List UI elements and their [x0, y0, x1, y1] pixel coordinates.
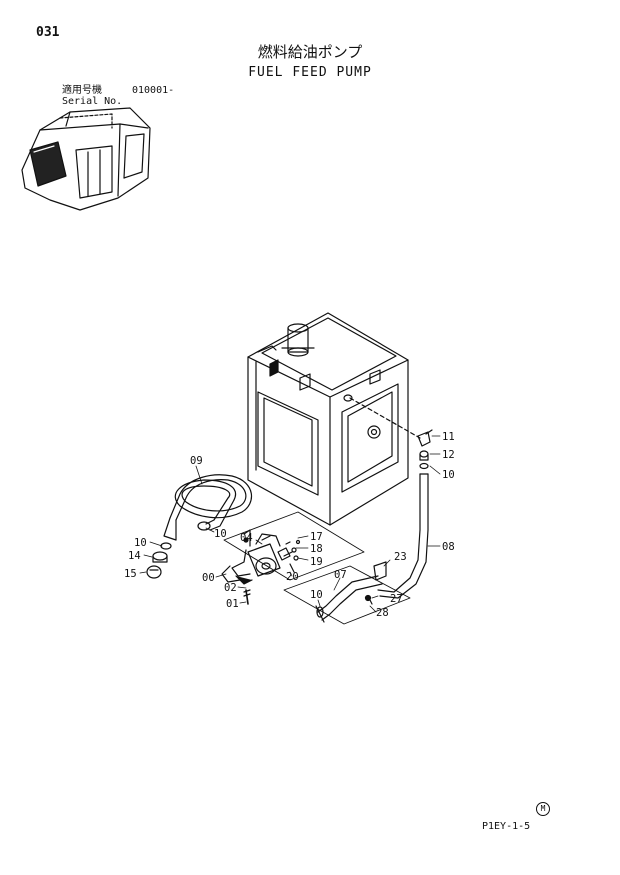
callout-label: 04	[240, 532, 253, 544]
page-title-jp: 燃料給油ポンプ	[257, 43, 363, 61]
leader-lines	[139, 435, 441, 613]
callout-label: 08	[442, 541, 455, 553]
callout-label: 02	[224, 582, 237, 594]
callout-label: 10	[214, 528, 227, 540]
callout-label: 12	[442, 449, 455, 461]
m-marker: M	[536, 802, 550, 816]
callout-label: 01	[226, 598, 239, 610]
callout-label: 00	[202, 572, 215, 584]
page-title-en: FUEL FEED PUMP	[248, 65, 372, 80]
fuel-pump-assembly	[221, 511, 411, 625]
callout-label: 23	[394, 551, 407, 563]
callout-label: 15	[124, 568, 137, 580]
fuel-tank	[247, 312, 421, 526]
callout-label: 10	[310, 589, 323, 601]
serial-value: 010001-	[132, 85, 175, 96]
machine-thumbnail	[21, 107, 151, 211]
serial-label-en: Serial No.	[62, 96, 123, 107]
callout-label: 18	[310, 543, 323, 555]
callout-label: 10	[134, 537, 147, 549]
callout-label: 28	[376, 607, 389, 619]
tank-outlet-fittings	[377, 429, 433, 599]
callout-label: 07	[334, 569, 347, 581]
page-number: 031	[36, 25, 60, 40]
callout-label: 20	[286, 571, 299, 583]
hose-07	[315, 561, 387, 623]
callout-label: 09	[190, 455, 203, 467]
page-reference: P1EY-1-5	[482, 821, 531, 832]
callout-label: 10	[442, 469, 455, 481]
callout-label: 17	[310, 531, 323, 543]
callout-label: 14	[128, 550, 141, 562]
coiled-hose-09	[163, 474, 252, 541]
serial-label-jp: 適用号機	[62, 85, 102, 96]
callout-label: 19	[310, 556, 323, 568]
inlet-cap-parts	[146, 542, 172, 579]
callout-label: 11	[442, 431, 455, 443]
callout-labels: 11 12 10 09 10 10 14 15 04 17 18 19 00 2…	[124, 431, 455, 619]
callout-label: 27	[390, 593, 403, 605]
